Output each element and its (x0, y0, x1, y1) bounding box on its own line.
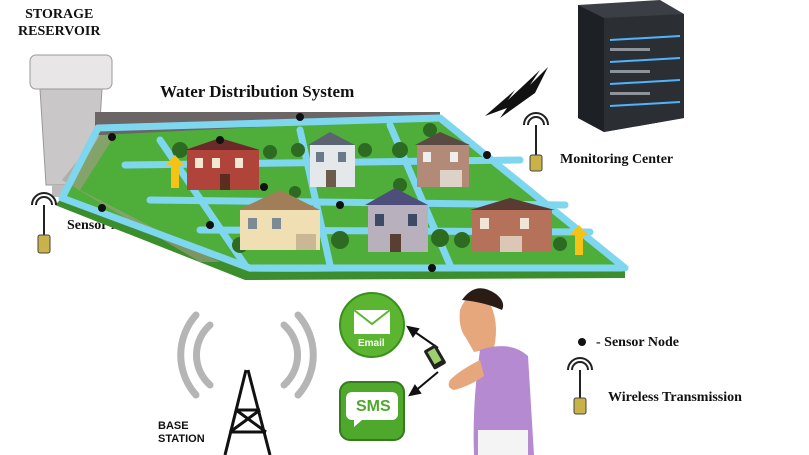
tree-icon (172, 123, 567, 253)
server-icon (578, 0, 684, 132)
base-station-label: BASE STATION (158, 420, 205, 445)
sms-bubble-icon (339, 381, 405, 441)
up-arrow-icon (166, 155, 588, 255)
legend-wireless-label: Wireless Transmission (608, 390, 742, 405)
sensor-node-dot-icon (98, 113, 491, 272)
email-envelope-icon (339, 292, 405, 358)
sensor-device-icon (37, 154, 587, 415)
sms-label: SMS (356, 398, 391, 415)
cell-tower-icon (177, 311, 317, 455)
smartphone-icon (424, 344, 446, 370)
notification-arrows (406, 325, 439, 397)
storage-reservoir-label: STORAGE RESERVOIR (18, 7, 101, 39)
legend-sensor-dot-icon (578, 338, 586, 346)
lightning-bolt-icon (485, 67, 548, 118)
email-label: Email (358, 338, 385, 349)
wireless-signal-icon (31, 112, 593, 398)
house-icon (185, 132, 555, 252)
monitoring-center-label: Monitoring Center (560, 152, 674, 167)
person-icon (448, 288, 534, 455)
legend-sensor-node-label: - Sensor Node (596, 335, 679, 350)
system-title: Water Distribution System (160, 82, 355, 101)
